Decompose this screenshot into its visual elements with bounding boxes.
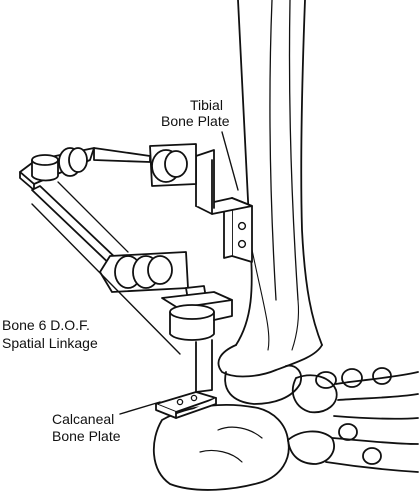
linkage-label-line1: Bone 6 D.O.F. xyxy=(2,317,90,333)
linkage-leader xyxy=(31,203,181,355)
leader-lines xyxy=(31,131,239,415)
tibia-fibula-bones xyxy=(217,0,323,378)
calcaneal-leader xyxy=(119,401,161,415)
linkage-label-line2: Spatial Linkage xyxy=(2,335,98,351)
spatial-linkage xyxy=(19,143,197,271)
foot-bones xyxy=(152,364,419,491)
tibial-bone-plate xyxy=(195,149,253,263)
spatial-linkage-lower xyxy=(99,251,233,393)
tibial-leader xyxy=(221,131,239,191)
calcaneal-bone-plate xyxy=(155,391,217,419)
tibial-label-line2: Bone Plate xyxy=(161,113,230,129)
calcaneal-label-line1: Calcaneal xyxy=(52,411,114,427)
calcaneal-label-line2: Bone Plate xyxy=(52,428,121,444)
tibial-label-line1: Tibial xyxy=(190,97,223,113)
